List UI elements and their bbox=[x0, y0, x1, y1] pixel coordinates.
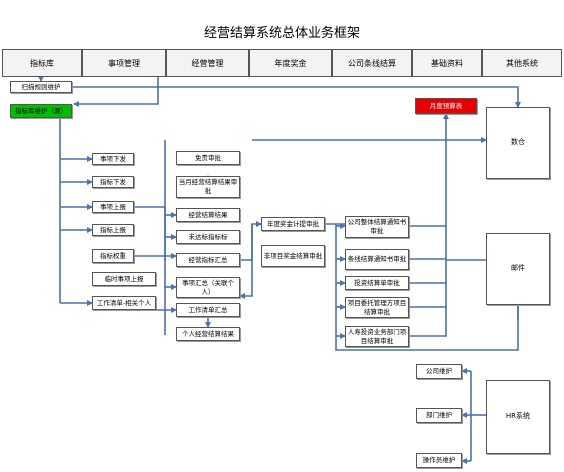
line-notice-approval-box[interactable]: 条线结算通知书审批 bbox=[345, 249, 409, 270]
indicator-report-box[interactable]: 指标上报 bbox=[92, 224, 134, 236]
wire-right-spine bbox=[409, 114, 447, 337]
indicator-summary-box[interactable]: 经营指标汇总 bbox=[176, 253, 240, 267]
diagram-title: 经营结算系统总体业务框架 bbox=[203, 26, 360, 41]
unmet-indicator-box[interactable]: 未达标指标标 bbox=[176, 230, 240, 244]
wire-report-to-business bbox=[134, 206, 166, 261]
scan-rule-maintenance-box[interactable]: 扫描规则维护 bbox=[10, 81, 72, 93]
indicator-library-maintenance-box[interactable]: 指标库维护（源） bbox=[10, 104, 72, 118]
issue-distribute-box[interactable]: 事项下发 bbox=[92, 153, 134, 165]
department-maintenance-box[interactable]: 部门维护 bbox=[416, 408, 462, 423]
budget-table-box[interactable]: 月度预算表 bbox=[415, 98, 477, 114]
indicator-distribute-box[interactable]: 指标下发 bbox=[92, 176, 134, 188]
wire-business-to-annual bbox=[240, 221, 262, 261]
operator-maintenance-box[interactable]: 操作员维护 bbox=[416, 453, 462, 468]
wire-issue-tab-down bbox=[73, 77, 159, 107]
settlement-result-box[interactable]: 经营结算结果 bbox=[176, 208, 240, 222]
tab-indicator-library[interactable]: 指标库 bbox=[2, 49, 82, 77]
tab-other-systems[interactable]: 其他系统 bbox=[482, 49, 562, 77]
issue-summary-box[interactable]: 事项汇总（关联个人） bbox=[176, 277, 240, 298]
personal-result-box[interactable]: 个人经营结算结果 bbox=[176, 327, 240, 341]
project-entrust-approval-box[interactable]: 项目委托管理方项目结算审批 bbox=[345, 297, 409, 318]
issue-report-box[interactable]: 事项上报 bbox=[92, 201, 134, 213]
non-project-bonus-approval-box[interactable]: 非项目奖金结算审批 bbox=[261, 245, 325, 267]
worklist-personal-box[interactable]: 工作清单-相关个人 bbox=[92, 296, 156, 310]
annual-bonus-approval-box[interactable]: 年度奖金计提审批 bbox=[261, 217, 325, 231]
company-maintenance-box[interactable]: 公司维护 bbox=[416, 364, 462, 379]
hr-system-box[interactable]: HR系统 bbox=[486, 380, 550, 454]
wire-scan-to-warehouse bbox=[72, 86, 521, 108]
wire-annual-spine bbox=[239, 224, 253, 299]
data-warehouse-box[interactable]: 数仓 bbox=[486, 107, 550, 179]
mail-box[interactable]: 邮件 bbox=[486, 233, 550, 305]
worklist-summary-box[interactable]: 工作清单汇总 bbox=[176, 303, 240, 317]
tab-issue-management[interactable]: 事项管理 bbox=[82, 49, 166, 77]
tab-annual-bonus[interactable]: 年度奖金 bbox=[249, 49, 332, 77]
life-investment-approval-box[interactable]: 人寿投资业务部门项目结算审批 bbox=[345, 326, 409, 347]
exemption-approval-box[interactable]: 免责审批 bbox=[176, 151, 240, 165]
tab-company-line-settlement[interactable]: 公司条线结算 bbox=[332, 49, 412, 77]
tab-basic-data[interactable]: 基础资料 bbox=[412, 49, 482, 77]
wire-company-spine bbox=[335, 224, 519, 351]
indicator-weight-box[interactable]: 指标权重 bbox=[92, 249, 134, 263]
temporary-issue-report-box[interactable]: 临时事项上报 bbox=[92, 272, 156, 286]
company-notice-approval-box[interactable]: 公司整体结算通知书审批 bbox=[345, 216, 409, 238]
monthly-result-approval-box[interactable]: 当月经营结算结果审批 bbox=[176, 176, 240, 198]
tab-business-management[interactable]: 经营管理 bbox=[166, 49, 249, 77]
investment-settlement-approval-box[interactable]: 投资结算单审批 bbox=[345, 276, 409, 290]
